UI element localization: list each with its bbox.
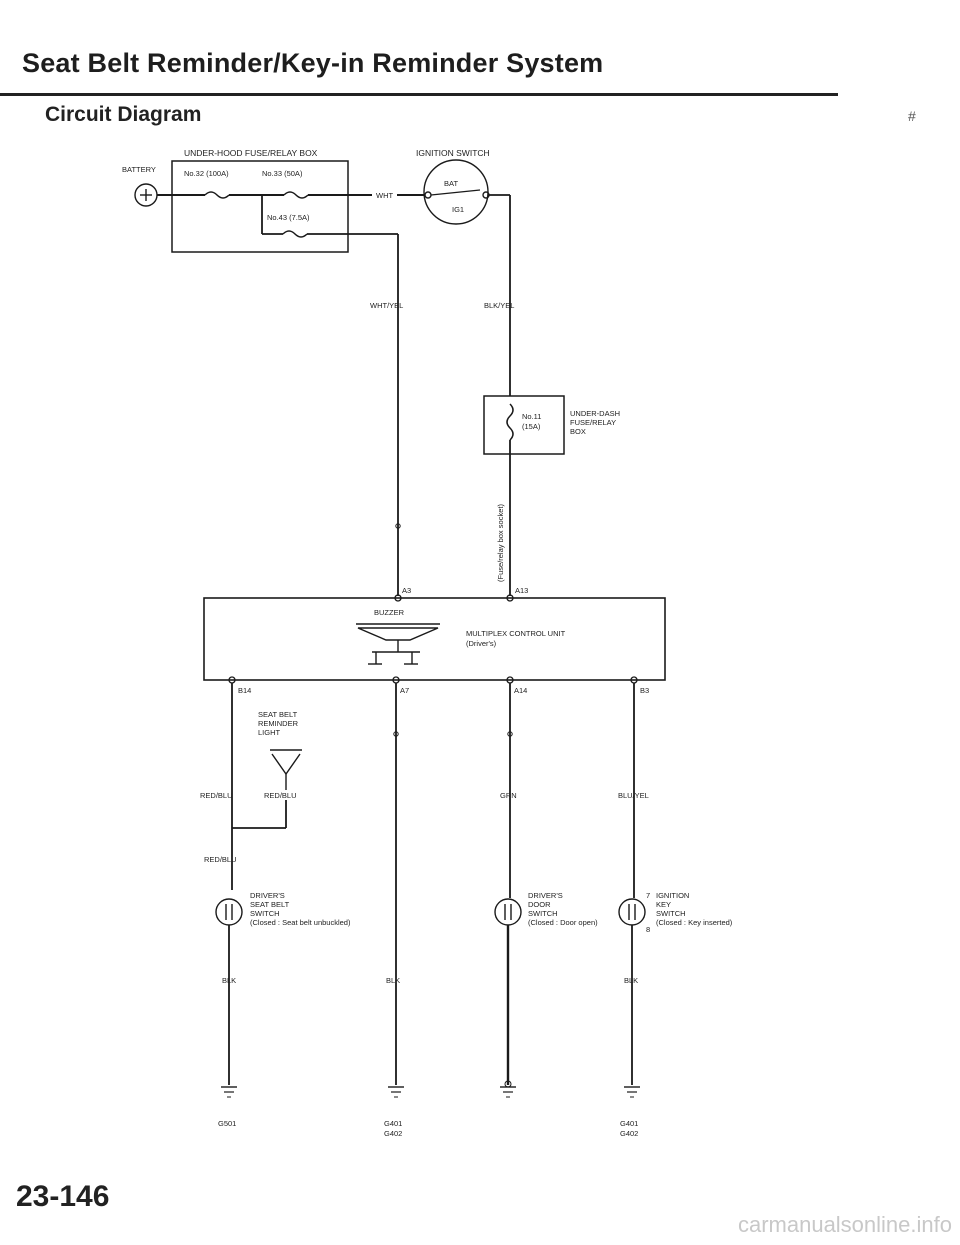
mcu-label-1: MULTIPLEX CONTROL UNIT bbox=[466, 629, 566, 638]
underdash-box-label-1: UNDER-DASH bbox=[570, 409, 620, 418]
key-pin-8: 8 bbox=[646, 925, 650, 934]
underdash-box-label-3: BOX bbox=[570, 427, 586, 436]
wire-blu-yel: BLU/YEL bbox=[618, 791, 649, 800]
wire-blk-3: BLK bbox=[624, 976, 638, 985]
battery-label: BATTERY bbox=[122, 165, 156, 174]
ground-g401-a-label: G401 bbox=[384, 1119, 402, 1128]
door-switch-label-4: (Closed : Door open) bbox=[528, 918, 598, 927]
fuse-no43-label: No.43 (7.5A) bbox=[267, 213, 310, 222]
wire-blk-yel-label: BLK/YEL bbox=[484, 301, 514, 310]
key-pin-7: 7 bbox=[646, 891, 650, 900]
sb-switch-label-4: (Closed : Seat belt unbuckled) bbox=[250, 918, 351, 927]
fuse-no33-label: No.33 (50A) bbox=[262, 169, 303, 178]
underdash-fuse-box bbox=[483, 395, 565, 455]
sb-switch-label-2: SEAT BELT bbox=[250, 900, 290, 909]
wire-red-blu-b: RED/BLU bbox=[264, 791, 297, 800]
pin-b3-label: B3 bbox=[640, 686, 649, 695]
ground-symbol-g501 bbox=[221, 1086, 237, 1098]
pin-a13-label: A13 bbox=[515, 586, 528, 595]
pin-a14-label: A14 bbox=[514, 686, 527, 695]
fuse-no11-label-b: (15A) bbox=[522, 422, 541, 431]
buzzer-label: BUZZER bbox=[374, 608, 405, 617]
key-switch-label-4: (Closed : Key inserted) bbox=[656, 918, 733, 927]
fuse-no43-symbol bbox=[282, 230, 308, 238]
bat-label: BAT bbox=[444, 179, 458, 188]
wire-blk-2: BLK bbox=[386, 976, 400, 985]
fuse-no33-symbol bbox=[283, 191, 309, 199]
wire-red-blu-a: RED/BLU bbox=[200, 791, 233, 800]
door-switch-symbol bbox=[494, 898, 522, 926]
page-number: 23-146 bbox=[16, 1180, 110, 1213]
door-switch-label-2: DOOR bbox=[528, 900, 551, 909]
ground-g501-label: G501 bbox=[218, 1119, 236, 1128]
wire-grn: GRN bbox=[500, 791, 517, 800]
ground-symbol-g401-a bbox=[388, 1086, 404, 1098]
ground-g401-b-label: G401 bbox=[620, 1119, 638, 1128]
key-switch-symbol bbox=[618, 898, 646, 926]
page-title: Seat Belt Reminder/Key-in Reminder Syste… bbox=[22, 48, 604, 78]
pin-a7-label: A7 bbox=[400, 686, 409, 695]
door-switch-label-3: SWITCH bbox=[528, 909, 558, 918]
watermark: carmanualsonline.info bbox=[737, 1212, 952, 1237]
key-switch-label-3: SWITCH bbox=[656, 909, 686, 918]
reminder-light-symbol bbox=[270, 749, 302, 790]
fuse-no11-symbol bbox=[506, 403, 514, 441]
ground-symbol-door bbox=[500, 1086, 516, 1098]
light-label-1: SEAT BELT bbox=[258, 710, 298, 719]
key-switch-label-1: IGNITION bbox=[656, 891, 689, 900]
fuse-no32-symbol bbox=[204, 191, 230, 199]
fuse-socket-note: (Fuse/relay box socket) bbox=[496, 504, 505, 582]
wire-wht-label: WHT bbox=[376, 191, 393, 200]
stray-mark: # bbox=[908, 108, 916, 124]
multiplex-control-unit bbox=[203, 597, 666, 681]
fuse-no32-label: No.32 (100A) bbox=[184, 169, 229, 178]
ground-symbol-g401-b bbox=[624, 1086, 640, 1098]
buzzer-symbol bbox=[356, 623, 440, 665]
underdash-box-label-2: FUSE/RELAY bbox=[570, 418, 616, 427]
fuse-no11-label-a: No.11 bbox=[522, 412, 541, 421]
pin-b14-label: B14 bbox=[238, 686, 251, 695]
wire-red-blu-c: RED/BLU bbox=[204, 855, 237, 864]
pin-a3-label: A3 bbox=[402, 586, 411, 595]
underhood-box-label: UNDER-HOOD FUSE/RELAY BOX bbox=[184, 148, 318, 158]
section-title: Circuit Diagram bbox=[45, 103, 202, 126]
light-label-3: LIGHT bbox=[258, 728, 281, 737]
ig1-label: IG1 bbox=[452, 205, 464, 214]
seat-belt-switch-symbol bbox=[215, 898, 243, 926]
wire-blk-1: BLK bbox=[222, 976, 236, 985]
mcu-label-2: (Driver's) bbox=[466, 639, 497, 648]
door-switch-label-1: DRIVER'S bbox=[528, 891, 563, 900]
ground-g402-b-label: G402 bbox=[620, 1129, 638, 1138]
underhood-fuse-box bbox=[171, 160, 349, 253]
title-rule bbox=[0, 93, 838, 96]
ignition-switch-label: IGNITION SWITCH bbox=[416, 148, 490, 158]
ground-g402-a-label: G402 bbox=[384, 1129, 402, 1138]
sb-switch-label-3: SWITCH bbox=[250, 909, 280, 918]
light-label-2: REMINDER bbox=[258, 719, 299, 728]
sb-switch-label-1: DRIVER'S bbox=[250, 891, 285, 900]
wire-wht-yel-label: WHT/YEL bbox=[370, 301, 403, 310]
key-switch-label-2: KEY bbox=[656, 900, 671, 909]
